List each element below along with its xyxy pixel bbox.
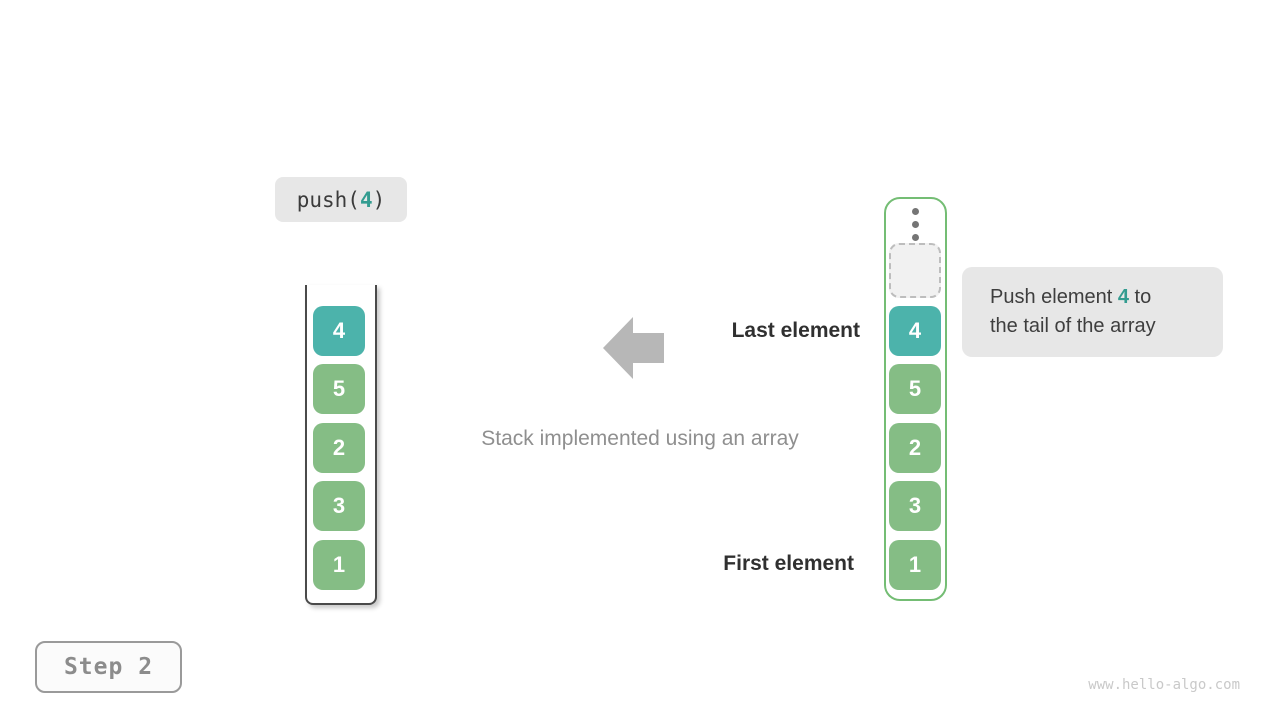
array-item: 1 — [889, 540, 941, 590]
callout-line1: Push element 4 to — [990, 286, 1152, 308]
array-item: 2 — [889, 423, 941, 473]
push-call-suffix: ) — [372, 187, 386, 212]
callout-bubble: Push element 4 to the tail of the array — [962, 267, 1223, 357]
array-item: 3 — [889, 481, 941, 531]
empty-array-slot — [889, 243, 941, 298]
left-arrow-shaft — [633, 333, 664, 363]
array-item: 5 — [889, 364, 941, 414]
push-call-prefix: push( — [296, 187, 360, 212]
callout-line2: the tail of the array — [990, 315, 1156, 337]
array-item-pushed: 4 — [889, 306, 941, 356]
step-badge: Step 2 — [35, 641, 182, 693]
push-call-argument: 4 — [359, 187, 373, 212]
first-element-label: First element — [723, 552, 854, 575]
ellipsis-icon — [912, 208, 919, 241]
stack-item-top: 4 — [313, 306, 365, 356]
left-arrow-head — [603, 317, 633, 379]
stack-item: 1 — [313, 540, 365, 590]
stack-item: 2 — [313, 423, 365, 473]
push-call-label: push(4) — [275, 177, 407, 222]
left-arrow-icon — [603, 317, 664, 379]
figure-caption: Stack implemented using an array — [481, 427, 799, 450]
watermark: www.hello-algo.com — [1088, 677, 1240, 693]
callout-highlight-value: 4 — [1117, 286, 1129, 308]
stack-item: 5 — [313, 364, 365, 414]
last-element-label: Last element — [731, 319, 860, 342]
stack-item: 3 — [313, 481, 365, 531]
